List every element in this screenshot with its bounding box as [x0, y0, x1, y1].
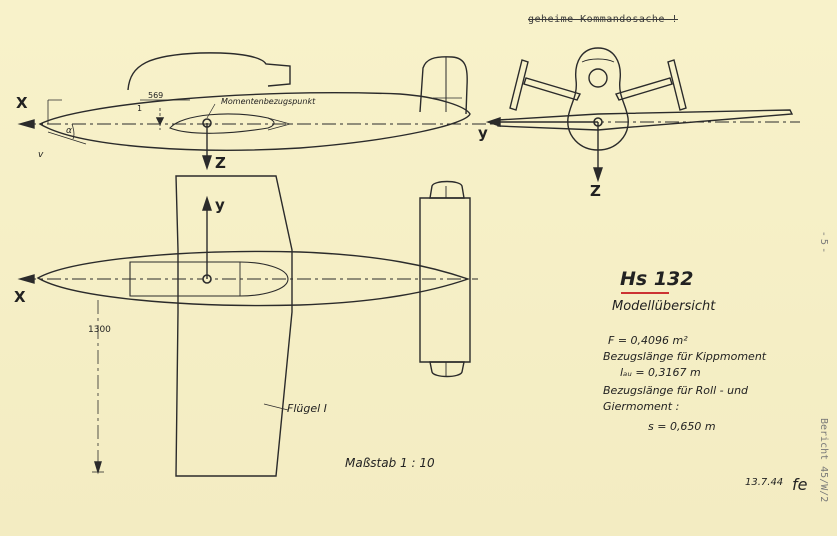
dimension-569: 569 [148, 91, 164, 100]
dimension-1300: 1300 [88, 325, 111, 335]
scale-label: Maßstab 1 : 10 [345, 456, 435, 470]
side-z-arrow [202, 155, 212, 171]
spec-roll-yaw-value: s = 0,650 m [648, 420, 716, 433]
side-alpha-label: α [66, 126, 72, 136]
front-view [485, 47, 800, 183]
top-fuselage [36, 250, 471, 307]
spec-pitch-ref-label: Bezugslänge für Kippmoment [603, 350, 767, 363]
dimension-1: 1 [137, 104, 143, 113]
drawing-title: Hs 132 [620, 268, 694, 290]
top-cockpit [129, 261, 289, 297]
spec-roll-yaw-label-2: Giermoment : [603, 400, 680, 413]
top-tail [419, 197, 471, 363]
spec-area: F = 0,4096 m² [608, 334, 688, 347]
front-z-arrow [593, 167, 603, 183]
front-z-label: Z [590, 182, 601, 200]
top-wing [175, 175, 293, 477]
top-y-arrow [202, 195, 212, 211]
page-mark: - 5 - [818, 232, 829, 252]
side-v-label: v [38, 150, 44, 160]
spec-pitch-ref-value: lₐᵤ = 0,3167 m [620, 366, 701, 379]
drawing-subtitle: Modellübersicht [612, 299, 716, 314]
top-y-label: y [215, 196, 225, 214]
signature: fe [792, 475, 808, 494]
front-y-arrow [485, 117, 501, 127]
front-tail-left [523, 77, 581, 101]
date-label: 13.7.44 [745, 477, 784, 488]
side-view [17, 52, 500, 171]
top-x-arrow [17, 274, 35, 284]
secret-stamp: geheime Kommandosache ! [528, 14, 678, 25]
side-canopy [127, 52, 291, 91]
side-x-label: X [16, 94, 28, 112]
spec-roll-yaw-label-1: Bezugslänge für Roll - und [603, 384, 749, 397]
front-tail-right [615, 77, 673, 101]
moment-ref-point-label: Momentenbezugspunkt [221, 97, 316, 106]
title-underline [621, 292, 669, 294]
top-view [17, 175, 478, 477]
report-id: Bericht 45/W/2 [818, 418, 829, 503]
top-x-label: X [14, 288, 26, 306]
wing-label: Flügel I [287, 402, 327, 415]
side-z-label: Z [215, 154, 226, 172]
side-tail-fin [419, 56, 468, 115]
front-wing [497, 109, 794, 131]
side-fuselage [38, 92, 471, 151]
side-x-arrow [17, 119, 35, 129]
front-y-label: y [478, 124, 488, 142]
side-wing-section [169, 113, 275, 134]
